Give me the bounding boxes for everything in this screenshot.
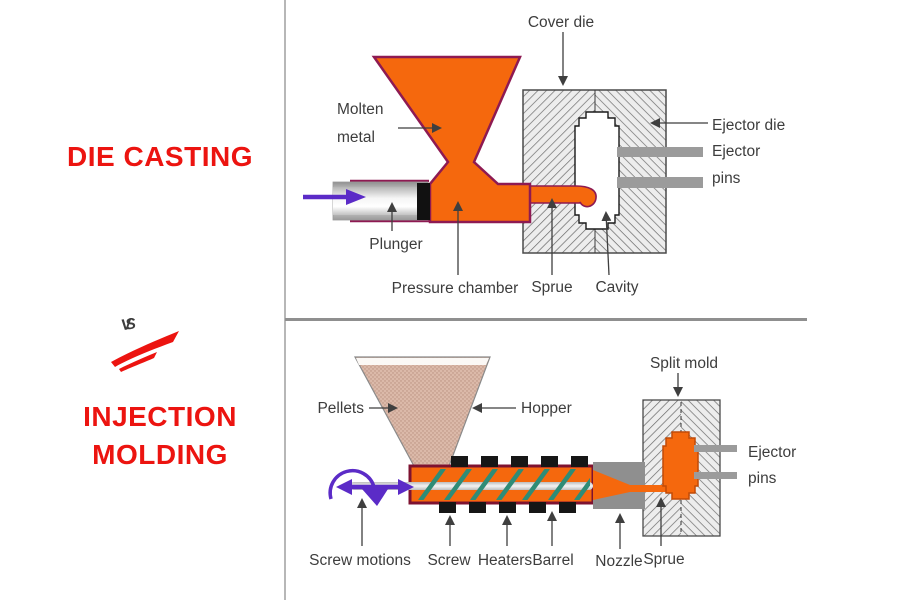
vs-mark: VS xyxy=(111,315,179,372)
heater-block xyxy=(529,502,546,513)
injection-title-line1: INJECTION xyxy=(83,401,237,432)
label-screw: Screw xyxy=(427,552,471,569)
label-screw-motions: Screw motions xyxy=(309,552,411,569)
heater-block xyxy=(451,456,468,467)
sprue-line xyxy=(630,485,666,492)
heater-block xyxy=(499,502,516,513)
injection-molding-diagram: Pellets Hopper Split mold Ejector pins S… xyxy=(309,355,796,570)
rotation-arc xyxy=(328,468,376,500)
die-casting-diagram: Cover die Molten metal Ejector die Eject… xyxy=(303,14,785,297)
label-ejector-pins-line1: Ejector xyxy=(748,444,796,461)
ejector-pin xyxy=(617,177,703,188)
screw-flight xyxy=(444,469,472,500)
left-panel: DIE CASTING VS INJECTION MOLDING xyxy=(0,0,285,600)
label-sprue: Sprue xyxy=(531,279,572,296)
heater-block xyxy=(541,456,558,467)
hopper-top-band xyxy=(356,358,489,365)
panel-left-border xyxy=(284,0,286,600)
label-pressure-chamber: Pressure chamber xyxy=(392,280,519,297)
plunger-tip xyxy=(417,183,430,220)
down-arrow xyxy=(362,489,388,506)
panel-divider xyxy=(285,318,807,321)
heater-block xyxy=(469,502,486,513)
heater-block xyxy=(511,456,528,467)
label-molten-line2: metal xyxy=(337,129,375,146)
label-cover-die: Cover die xyxy=(528,14,594,31)
vs-text: VS xyxy=(120,315,138,334)
screw-flight xyxy=(496,469,524,500)
ejector-pin xyxy=(617,147,703,157)
label-split-mold: Split mold xyxy=(650,355,718,372)
reciprocation-arrow-right-head xyxy=(398,479,414,495)
label-heaters: Heaters xyxy=(478,552,533,569)
nozzle-cone xyxy=(593,470,630,500)
heater-block xyxy=(559,502,576,513)
heater-block xyxy=(439,502,456,513)
label-barrel: Barrel xyxy=(532,552,573,569)
leader-cavity xyxy=(601,211,612,276)
ejector-pin xyxy=(694,472,737,479)
screw-flights xyxy=(418,469,590,500)
injection-molding-title: INJECTION MOLDING xyxy=(0,398,320,474)
screw-flight xyxy=(548,469,576,500)
reciprocation-arrow-left-head xyxy=(336,479,352,495)
screw-flight xyxy=(574,477,590,500)
label-ejector-pins-line2: pins xyxy=(748,470,777,487)
screw-flight xyxy=(470,469,498,500)
injection-title-line2: MOLDING xyxy=(92,439,228,470)
label-molten-line1: Molten xyxy=(337,101,384,118)
die-cavity xyxy=(574,111,620,230)
label-sprue: Sprue xyxy=(643,551,684,568)
heater-block xyxy=(571,456,588,467)
molded-part xyxy=(662,431,699,500)
label-nozzle: Nozzle xyxy=(595,553,642,570)
label-cavity: Cavity xyxy=(595,279,638,296)
label-ejector-die: Ejector die xyxy=(712,117,785,134)
die-casting-title: DIE CASTING xyxy=(67,141,253,172)
label-plunger: Plunger xyxy=(369,236,422,253)
vs-swoosh-small xyxy=(119,352,157,372)
hopper-shape xyxy=(353,356,491,467)
sprue-channel xyxy=(526,185,597,208)
vs-swoosh xyxy=(111,331,179,367)
label-ejector-pins-line1: Ejector xyxy=(712,143,760,160)
heater-row-top xyxy=(451,456,588,467)
ejector-pin xyxy=(694,445,737,452)
heater-row-bottom xyxy=(439,502,576,513)
label-pellets: Pellets xyxy=(317,400,364,417)
screw-flight xyxy=(522,469,550,500)
label-hopper: Hopper xyxy=(521,400,572,417)
screw-flight xyxy=(418,469,446,500)
molten-metal-funnel xyxy=(371,55,532,224)
heater-block xyxy=(481,456,498,467)
plunger-rod xyxy=(333,187,418,215)
injection-arrow-head xyxy=(346,189,366,205)
label-ejector-pins-line2: pins xyxy=(712,170,741,187)
